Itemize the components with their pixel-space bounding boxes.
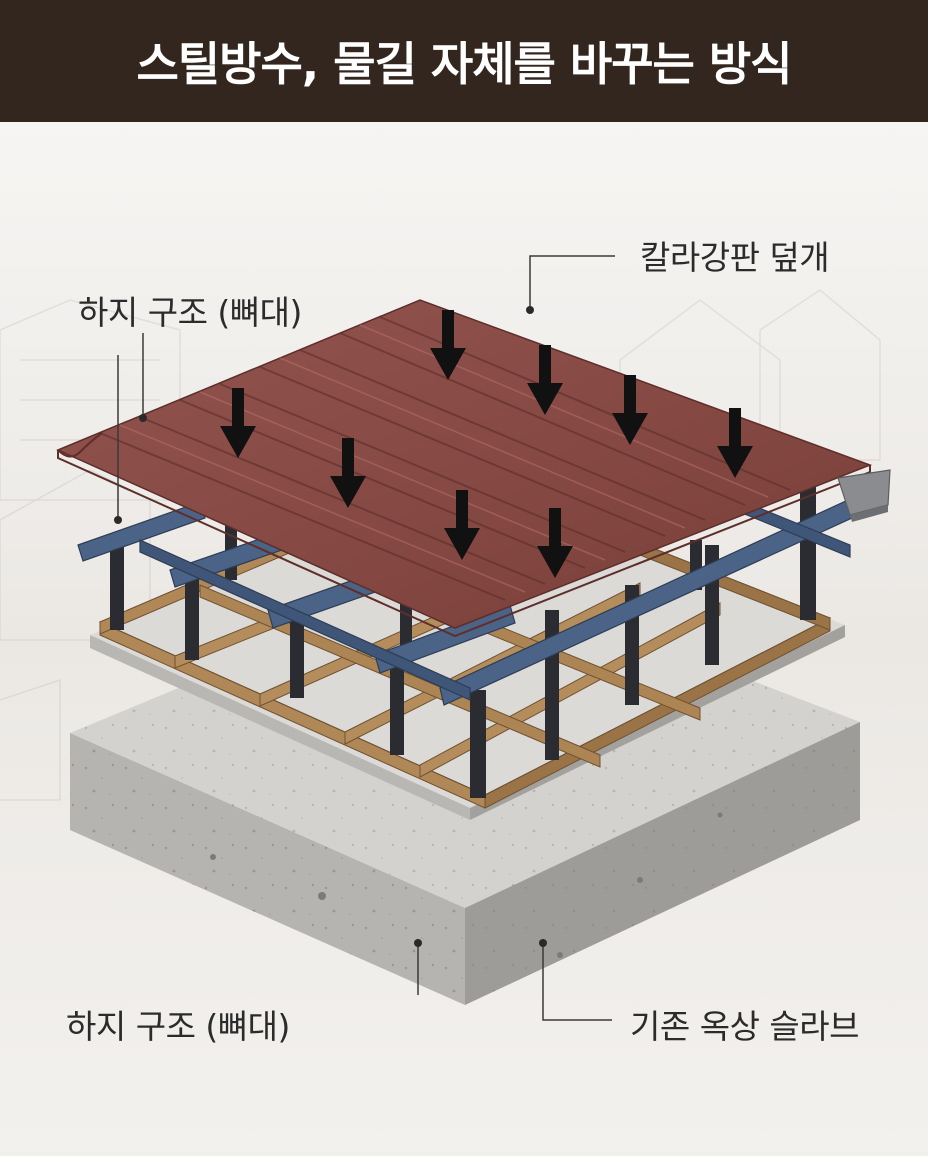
label-roof-cover: 칼라강판 덮개 <box>640 238 830 277</box>
callout-dot-icon <box>539 939 547 947</box>
callout-dot-icon <box>114 516 122 524</box>
label-existing-slab: 기존 옥상 슬라브 <box>630 1007 860 1046</box>
arrow-down-icon <box>220 388 256 458</box>
diagram-scene <box>0 122 928 1152</box>
callout-dots <box>114 306 547 947</box>
rain-arrows <box>220 310 753 578</box>
roof-sheet <box>56 299 873 638</box>
arrow-down-icon <box>527 345 563 415</box>
label-sub-structure-bottom: 하지 구조 (뼈대) <box>66 1007 290 1046</box>
arrow-down-icon <box>717 408 753 478</box>
arrow-down-icon <box>537 508 573 578</box>
roof-structure-diagram <box>0 122 928 1152</box>
label-sub-structure-top: 하지 구조 (뼈대) <box>78 293 302 332</box>
page-title: 스틸방수, 물길 자체를 바꾸는 방식 <box>136 37 792 91</box>
callout-dot-icon <box>526 306 534 314</box>
header-bar: 스틸방수, 물길 자체를 바꾸는 방식 <box>0 0 928 122</box>
callout-dot-icon <box>139 414 147 422</box>
callout-lines <box>117 255 615 1021</box>
gutter <box>837 469 891 522</box>
arrow-down-icon <box>612 375 648 445</box>
callout-dot-icon <box>414 939 422 947</box>
arrow-down-icon <box>330 438 366 508</box>
arrow-down-icon <box>430 310 466 380</box>
arrow-down-icon <box>444 490 480 560</box>
